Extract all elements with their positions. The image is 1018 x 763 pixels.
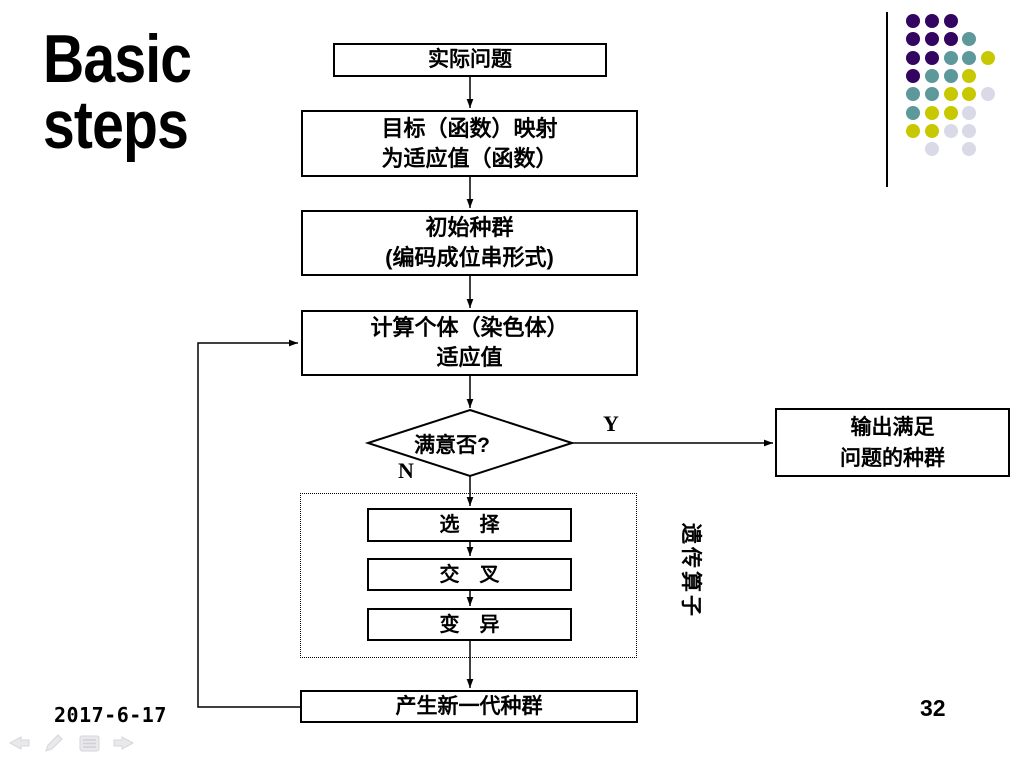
purple-dot	[943, 32, 958, 47]
teal-dot	[943, 68, 958, 83]
flow-node-crossover: 交 叉	[367, 558, 572, 591]
purple-dot	[906, 50, 920, 65]
nav-icon-bar	[6, 732, 137, 754]
flow-node-problem: 实际问题	[333, 43, 607, 77]
flow-node-new-generation: 产生新一代种群	[300, 690, 638, 723]
teal-dot	[924, 87, 939, 102]
lavender-dot	[924, 142, 939, 157]
flow-node-mutation: 变 异	[367, 608, 572, 641]
lavender-dot	[962, 123, 977, 138]
purple-dot	[906, 68, 920, 83]
yellow-dot	[962, 87, 977, 102]
purple-dot	[924, 32, 939, 47]
pencil-icon[interactable]	[41, 732, 67, 754]
teal-dot	[962, 32, 977, 47]
branch-yes-label: Y	[603, 411, 619, 436]
yellow-dot	[924, 123, 939, 138]
purple-dot	[906, 32, 920, 47]
decoration-vertical-line	[886, 12, 888, 187]
teal-dot	[906, 105, 920, 120]
lavender-dot	[962, 105, 977, 120]
genetic-operators-label: 遗传算子	[679, 523, 702, 619]
lavender-dot	[943, 123, 958, 138]
teal-dot	[906, 87, 920, 102]
purple-dot	[943, 14, 958, 28]
teal-dot	[924, 68, 939, 83]
purple-dot	[924, 50, 939, 65]
flow-node-decision: 满意否?	[414, 434, 490, 457]
flow-node-initial-population: 初始种群 (编码成位串形式)	[301, 210, 638, 276]
lavender-dot	[962, 142, 977, 157]
back-arrow-icon[interactable]	[6, 732, 32, 754]
yellow-dot	[906, 123, 920, 138]
genetic-operators-group	[300, 493, 637, 658]
yellow-dot	[943, 87, 958, 102]
dot-grid	[906, 14, 1006, 174]
teal-dot	[943, 50, 958, 65]
page-number: 32	[920, 695, 946, 721]
forward-arrow-icon[interactable]	[111, 732, 137, 754]
flow-node-output: 输出满足 问题的种群	[775, 408, 1010, 477]
branch-no-label: N	[398, 458, 414, 483]
yellow-dot	[943, 105, 958, 120]
page-title: Basic steps	[43, 21, 192, 163]
yellow-dot	[981, 50, 996, 65]
lavender-dot	[981, 87, 996, 102]
flow-node-fitness: 计算个体（染色体） 适应值	[301, 310, 638, 376]
purple-dot	[906, 14, 920, 28]
yellow-dot	[962, 68, 977, 83]
flow-node-mapping: 目标（函数）映射 为适应值（函数）	[301, 110, 638, 177]
flow-node-selection: 选 择	[367, 508, 572, 542]
notes-icon[interactable]	[76, 732, 102, 754]
purple-dot	[924, 14, 939, 28]
yellow-dot	[924, 105, 939, 120]
teal-dot	[962, 50, 977, 65]
slide-date: 2017-6-17	[54, 703, 167, 727]
